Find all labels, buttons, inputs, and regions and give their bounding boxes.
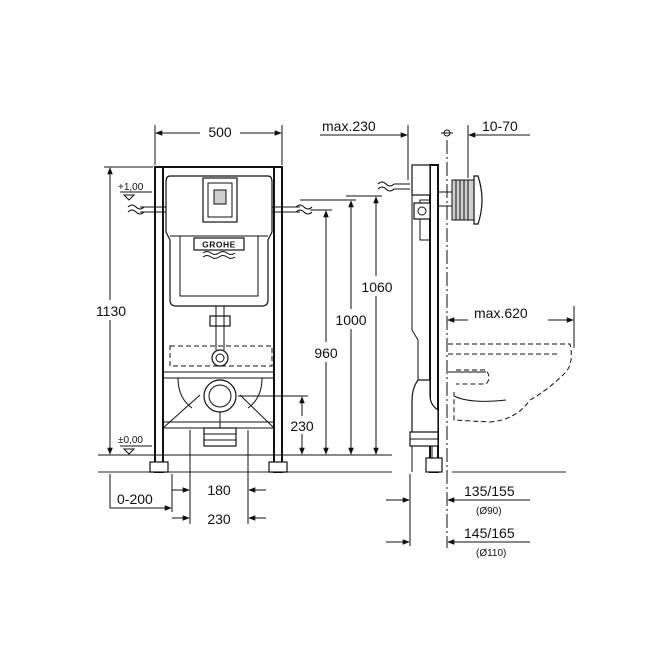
water-inlets (127, 204, 313, 215)
dim-960: 960 (308, 209, 344, 455)
dim-1000: 1000 (300, 199, 374, 455)
dim-230-vertical: 230 (238, 395, 318, 455)
level-floor: ±0,00 (118, 435, 152, 455)
dim-180-label: 180 (207, 482, 231, 498)
pipe-90-label: (Ø90) (476, 506, 502, 517)
dim-230-vertical-label: 230 (290, 418, 314, 434)
brand-logo-text: GROHE (202, 240, 236, 250)
dim-10-70: 10-70 (441, 118, 530, 178)
max-620-label: max.620 (474, 305, 528, 321)
dim-135-155: 135/155 (Ø90) (386, 474, 530, 546)
dim-960-label: 960 (314, 345, 338, 361)
level-top-label: +1,00 (118, 182, 144, 193)
pipe-110-label: (Ø110) (476, 548, 506, 559)
range-10-70-label: 10-70 (482, 118, 518, 134)
dim-230-bottom: 230 (172, 498, 266, 527)
wall-hung-bowl (448, 343, 572, 423)
dim-width-500: 500 (154, 123, 283, 165)
bowl-outline-front (169, 345, 273, 367)
drain-outlet (177, 377, 263, 447)
dim-max-620: max.620 (447, 304, 575, 348)
flush-pipe (209, 306, 231, 367)
side-view-frame (409, 140, 448, 548)
dim-1060: 1060 (346, 195, 400, 455)
logo: GROHE (193, 237, 245, 251)
dim-height-1130: 1130 (90, 166, 153, 455)
dim-145-165-label: 145/165 (464, 525, 515, 541)
dim-135-155-label: 135/155 (464, 483, 515, 499)
dim-145-165: 145/165 (Ø110) (386, 525, 530, 559)
width-label: 500 (208, 124, 232, 140)
dim-230-bottom-label: 230 (207, 511, 231, 527)
flush-plate-side (438, 175, 483, 225)
floor-line (98, 454, 566, 473)
height-label: 1130 (96, 303, 126, 319)
dim-0-200-label: 0-200 (117, 491, 153, 507)
level-top: +1,00 (118, 182, 152, 201)
dim-max-230: max.230 (320, 118, 409, 180)
max-230-label: max.230 (322, 118, 376, 134)
level-floor-label: ±0,00 (118, 435, 143, 446)
dim-0-200: 0-200 (109, 474, 173, 512)
dim-180: 180 (172, 430, 266, 498)
dim-1060-label: 1060 (361, 279, 392, 295)
dim-1000-label: 1000 (335, 312, 366, 328)
water-inlet-side (377, 181, 410, 192)
